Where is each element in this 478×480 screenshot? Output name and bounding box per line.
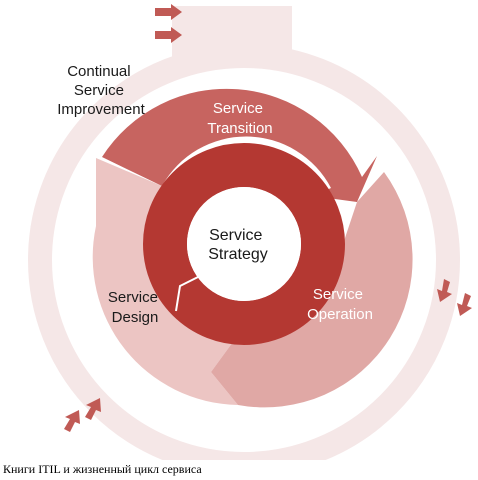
strategy-label: Service Strategy — [208, 227, 268, 263]
service-operation-segment — [211, 172, 413, 408]
csi-label: Continual Service Improvement — [57, 63, 145, 118]
design-label: Service Design — [108, 289, 162, 326]
small-arrow-icon — [155, 4, 182, 20]
small-arrow-icon — [64, 410, 80, 432]
outer-ring-csi — [28, 6, 460, 460]
small-arrows — [64, 4, 472, 432]
transition-label: Service Transition — [207, 100, 272, 137]
small-arrow-icon — [155, 27, 182, 43]
operation-label: Service Operation — [307, 286, 373, 323]
service-transition-segment — [102, 88, 377, 202]
small-arrow-icon — [457, 293, 472, 316]
small-arrow-icon — [437, 279, 452, 302]
small-arrow-icon — [85, 398, 101, 420]
itil-lifecycle-diagram: Continual Service Improvement Service Tr… — [28, 4, 472, 460]
service-design-segment — [92, 158, 244, 405]
figure-caption: Книги ITIL и жизненный цикл сервиса — [3, 462, 202, 476]
service-strategy-ring — [143, 143, 345, 345]
